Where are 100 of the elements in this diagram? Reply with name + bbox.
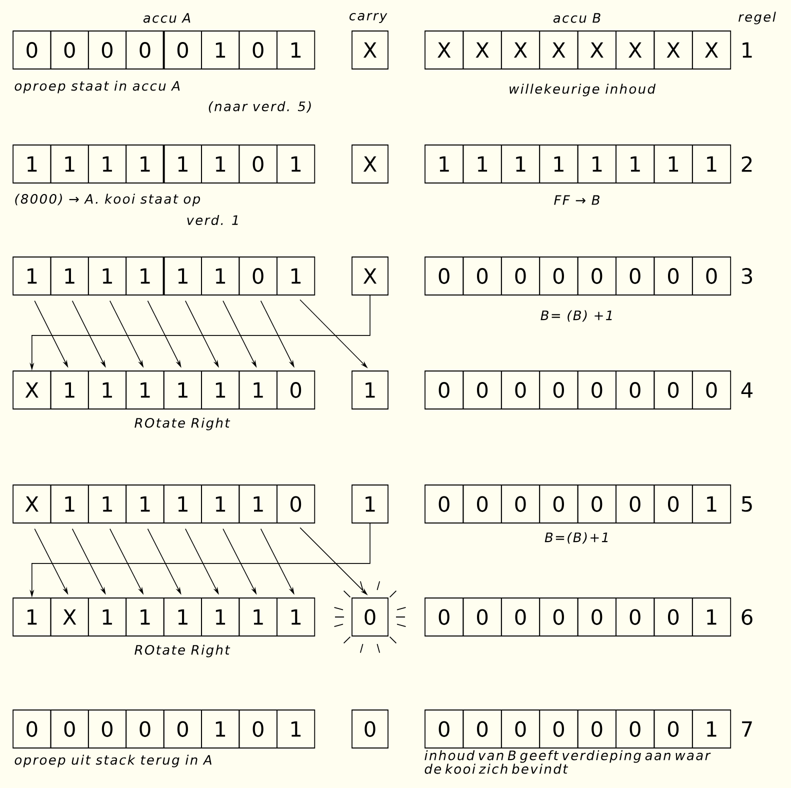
register-cell: 1 — [88, 256, 126, 296]
register-cell: 1 — [201, 144, 240, 184]
register-cell: 1 — [126, 256, 164, 296]
note-text: B= (B) +1 — [540, 310, 612, 322]
register-cell: 1 — [126, 484, 164, 524]
register-cell: X — [12, 370, 52, 410]
row-number: 3 — [742, 268, 752, 284]
carry-cell: 0 — [352, 710, 388, 748]
note-text: (naar verd. 5) — [208, 101, 311, 113]
register-cell: 1 — [577, 144, 616, 184]
register-cell: 0 — [462, 710, 502, 748]
carry-cell: X — [352, 144, 388, 184]
register-cell: 0 — [12, 710, 52, 748]
register-cell: X — [12, 484, 52, 524]
note-text: B=(B)+1 — [544, 532, 608, 544]
column-heading: carry — [350, 13, 388, 23]
register-cell: 0 — [577, 598, 616, 636]
carry-cell: X — [352, 256, 388, 296]
register-cell: X — [616, 30, 655, 70]
column-heading: accu A — [143, 13, 190, 23]
row-number: 4 — [741, 382, 753, 398]
register-cell: 1 — [654, 144, 693, 184]
register-cell: 1 — [88, 144, 126, 184]
register-cell: 0 — [616, 256, 655, 296]
register-cell: 1 — [12, 256, 52, 296]
register-cell: 0 — [500, 598, 540, 636]
register-cell: 0 — [654, 598, 693, 636]
row-number: 2 — [742, 156, 752, 172]
register-cell: 1 — [201, 370, 240, 410]
register-cell: 1 — [50, 144, 89, 184]
register-cell: 0 — [50, 30, 89, 70]
register-cell: 1 — [462, 144, 502, 184]
register-cell: 0 — [424, 710, 464, 748]
register-cell: 1 — [163, 144, 202, 184]
note-text: ROtate Right — [134, 644, 230, 658]
register-cell: 0 — [276, 370, 316, 410]
register-cell: 0 — [238, 710, 278, 748]
row-number: 5 — [742, 496, 752, 512]
note-text: ROtate Right — [134, 418, 230, 430]
register-cell: 1 — [692, 484, 732, 524]
register-cell: 0 — [238, 144, 278, 184]
register-cell: 0 — [577, 370, 616, 410]
register-cell: 1 — [201, 484, 240, 524]
register-cell: 0 — [616, 484, 655, 524]
register-cell: 1 — [12, 144, 52, 184]
register-cell: 1 — [276, 710, 316, 748]
register-cell: X — [692, 30, 732, 70]
register-cell: 0 — [424, 370, 464, 410]
register-cell: 1 — [201, 256, 240, 296]
register-cell: X — [424, 30, 464, 70]
register-cell: 0 — [500, 710, 540, 748]
register-cell: 1 — [50, 256, 89, 296]
register-cell: 0 — [424, 256, 464, 296]
register-cell: 1 — [238, 370, 278, 410]
register-cell: 0 — [539, 484, 578, 524]
register-cell: 0 — [163, 710, 202, 748]
register-cell: 0 — [163, 30, 202, 70]
note-text: (8000) → A. kooi staat op — [15, 194, 200, 206]
register-cell: 0 — [654, 256, 693, 296]
register-cell: 1 — [238, 598, 278, 636]
register-cell: 0 — [88, 30, 126, 70]
register-cell: 0 — [500, 484, 540, 524]
register-cell: 1 — [692, 710, 732, 748]
note-text: inhoud van B geeft verdieping aan waar de kooi zich bevindt — [424, 750, 711, 774]
register-cell: 0 — [692, 370, 732, 410]
carry-cell: X — [352, 30, 388, 70]
column-heading: accu B — [553, 13, 600, 23]
carry-cell: 1 — [352, 370, 388, 410]
register-cell: 0 — [539, 370, 578, 410]
carry-cell: 1 — [352, 484, 388, 524]
register-cell: X — [50, 598, 89, 636]
note-text: oproep staat in accu A — [14, 80, 180, 94]
register-cell: X — [500, 30, 540, 70]
register-cell: 0 — [577, 484, 616, 524]
register-cell: 0 — [462, 484, 502, 524]
register-cell: 0 — [238, 30, 278, 70]
register-cell: 0 — [500, 370, 540, 410]
register-cell: 1 — [163, 484, 202, 524]
register-cell: X — [462, 30, 502, 70]
register-cell: 1 — [692, 598, 732, 636]
register-cell: 1 — [201, 710, 240, 748]
register-cell: 1 — [616, 144, 655, 184]
register-cell: 1 — [424, 144, 464, 184]
register-cell: 0 — [50, 710, 89, 748]
register-cell: 0 — [276, 484, 316, 524]
register-cell: X — [539, 30, 578, 70]
register-cell: 0 — [126, 30, 164, 70]
note-text: FF → B — [554, 195, 600, 205]
register-cell: 1 — [692, 144, 732, 184]
register-cell: 0 — [126, 710, 164, 748]
register-cell: 1 — [88, 484, 126, 524]
register-cell: 1 — [276, 30, 316, 70]
row-number: 1 — [742, 42, 752, 58]
register-cell: 1 — [50, 370, 89, 410]
register-cell: 0 — [424, 598, 464, 636]
register-cell: 0 — [88, 710, 126, 748]
register-cell: 0 — [462, 598, 502, 636]
register-cell: 1 — [276, 256, 316, 296]
column-heading: regel — [738, 12, 776, 24]
register-cell: 0 — [539, 598, 578, 636]
